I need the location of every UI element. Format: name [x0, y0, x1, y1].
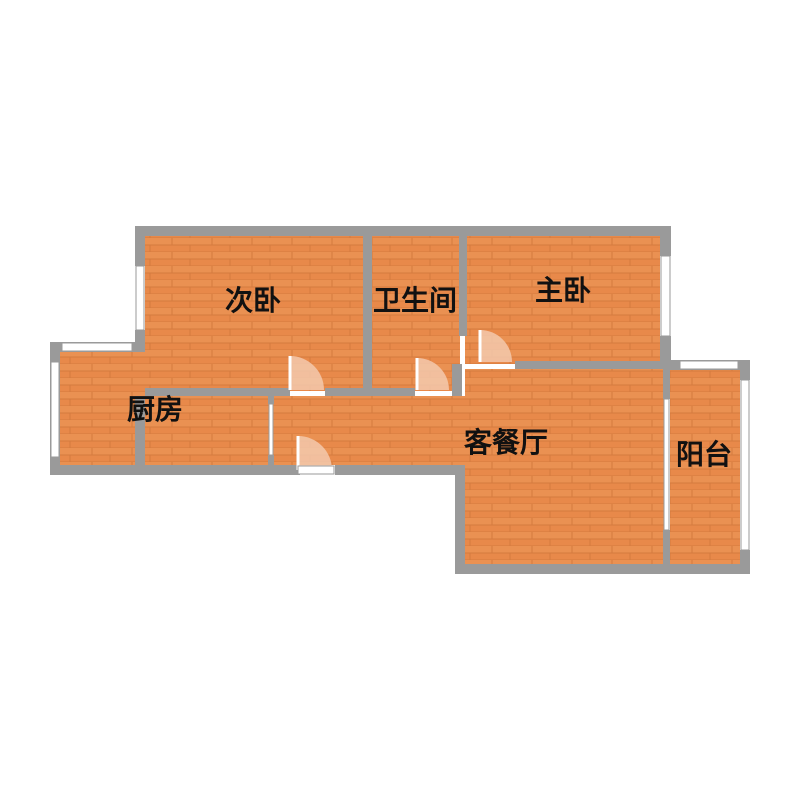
second-bedroom-window [135, 265, 145, 331]
bathroom-label: 卫生间 [372, 284, 458, 317]
second-bedroom-door [288, 356, 324, 390]
master-bedroom-label: 主卧 [534, 274, 592, 307]
entrance-door [296, 436, 335, 475]
balcony-label: 阳台 [675, 438, 733, 471]
kitchen-top-window [61, 342, 133, 352]
living-dining-label: 客餐厅 [463, 426, 549, 459]
kitchen-sliding-door [268, 403, 274, 456]
balcony-floor [670, 370, 740, 564]
floors [60, 236, 740, 564]
walls [50, 226, 750, 574]
kitchen-left-window [50, 361, 60, 458]
windows [50, 255, 750, 551]
kitchen-label: 厨房 [126, 393, 184, 426]
kitchen-floor [60, 352, 270, 465]
master-bedroom-door [478, 330, 512, 362]
second-bedroom-label: 次卧 [224, 284, 282, 317]
balcony-top-window [679, 360, 739, 370]
balcony-right-window [740, 379, 750, 551]
master-bedroom-window [660, 255, 671, 337]
bathroom-door [415, 358, 449, 390]
doors [288, 330, 512, 475]
living-dining-floor [465, 369, 665, 564]
living-balcony-sliding-door [663, 398, 670, 531]
